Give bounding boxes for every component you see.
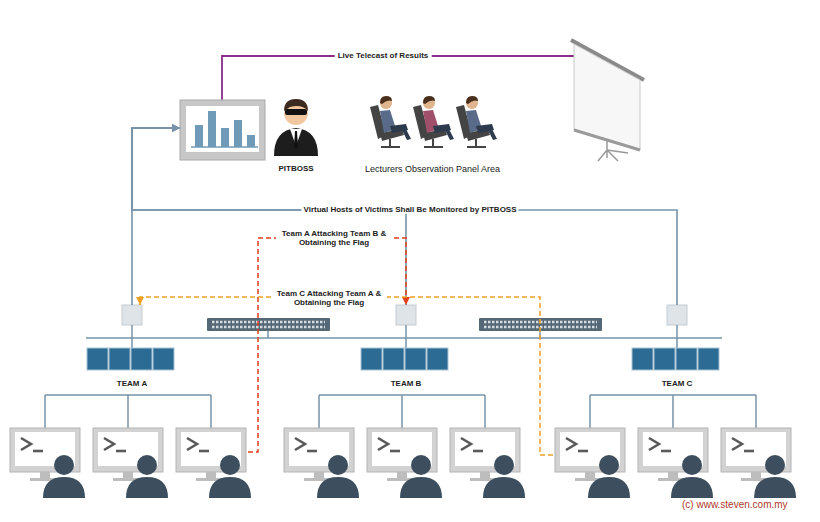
pitboss-suit (274, 128, 318, 156)
chart-bar (195, 125, 203, 147)
node-label: TEAM A (82, 379, 182, 388)
annotation-label: (c) www.steven.com.my (679, 499, 791, 510)
edge-label: Team C Attacking Team A & Obtaining the … (271, 289, 387, 307)
arrow-head (172, 124, 180, 132)
arrow-head (402, 297, 410, 305)
lecturer (370, 96, 411, 147)
node-label: TEAM B (356, 379, 456, 388)
connector (132, 124, 406, 305)
connector-line (248, 238, 406, 452)
node-label: TEAM C (627, 379, 727, 388)
arrow-head (172, 124, 180, 132)
arrow-head (172, 124, 180, 132)
edge-label: Team A Attacking Team B & Obtaining the … (276, 229, 392, 247)
connector (132, 124, 677, 305)
projector-screen (574, 44, 640, 150)
team-network (284, 305, 525, 498)
chart-axis (191, 146, 258, 148)
node-group: PITBOSS (180, 100, 325, 176)
connector-line (132, 128, 677, 305)
backbone-wire (86, 331, 722, 338)
node-label: Lecturers Observation Panel Area (345, 164, 520, 174)
edge-label: Virtual Hosts of Victims Shall Be Monito… (301, 205, 518, 214)
pitboss-monitor (180, 100, 265, 160)
connector-line (132, 128, 180, 305)
lecturer (456, 96, 497, 147)
connector-line (140, 297, 553, 455)
node-group: Lecturers Observation Panel Area (345, 92, 520, 178)
lecturer (413, 96, 454, 147)
annotation-label: Live Telecast of Results (335, 51, 432, 60)
arrow-head (136, 297, 144, 305)
pitboss-tie (294, 131, 298, 149)
chart-bar (221, 128, 229, 147)
node-label: PITBOSS (268, 164, 324, 173)
pitboss-screen (186, 106, 259, 152)
chart-bar (208, 111, 216, 147)
node-group: TEAM C (553, 305, 793, 500)
pitboss-glasses (285, 109, 307, 115)
node-group: TEAM A (8, 305, 248, 500)
team-network (555, 305, 796, 498)
switch-ports (212, 322, 325, 327)
team-network (10, 305, 251, 498)
screen-tripod (598, 140, 628, 161)
chart-bar (234, 120, 242, 147)
connector (132, 124, 180, 305)
telecast-wire (222, 56, 575, 100)
connector (248, 238, 410, 452)
connector (136, 297, 553, 455)
chart-bar (247, 135, 255, 147)
connector-line (132, 128, 406, 305)
node-group: TEAM B (282, 305, 522, 500)
network-switch (207, 318, 330, 331)
